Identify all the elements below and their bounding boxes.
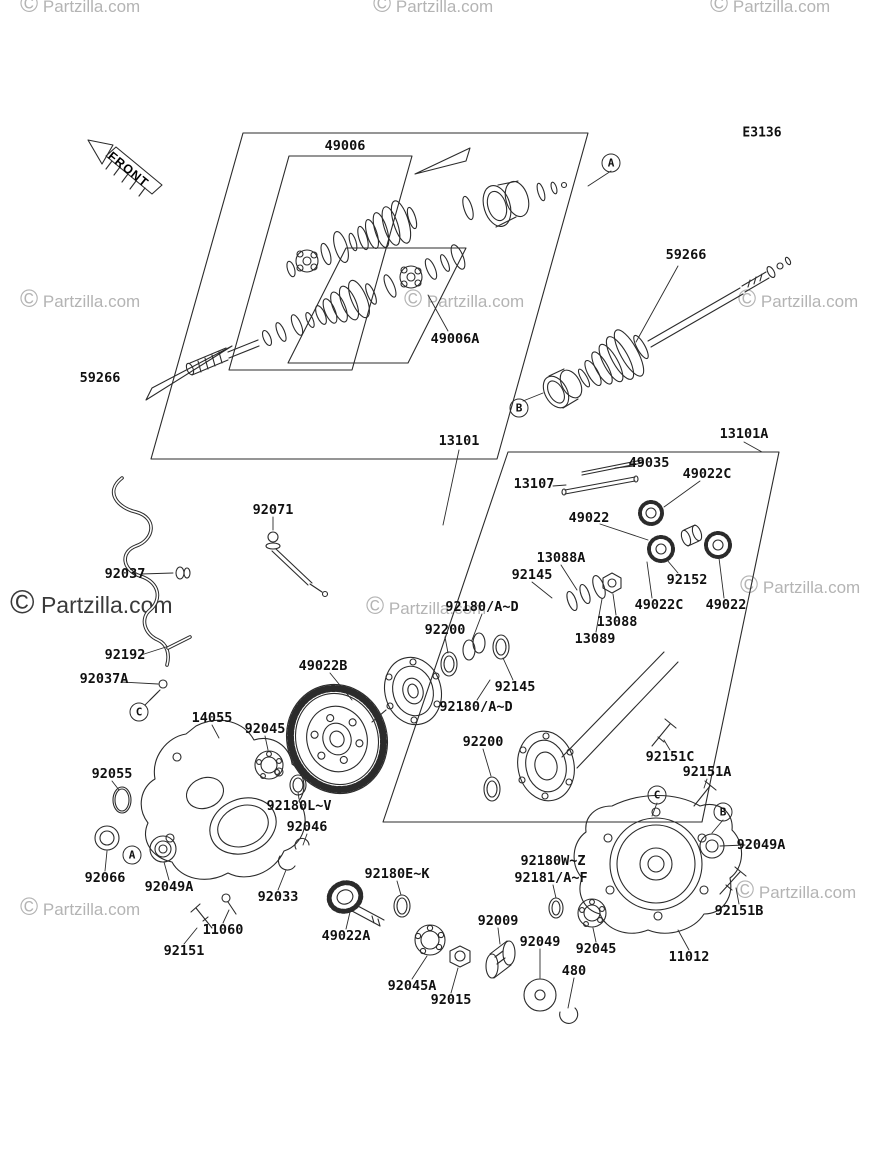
leader-lines [104, 170, 763, 1009]
part-number-label[interactable]: 92049A [144, 879, 194, 895]
part-number-label[interactable]: 13089 [574, 631, 616, 647]
part-number-label[interactable]: 49022 [705, 597, 747, 613]
part-number-label[interactable]: 92046 [286, 819, 328, 835]
part-number-label[interactable]: 92200 [424, 622, 466, 638]
part-number-label[interactable]: 13088A [536, 550, 586, 566]
part-number-label[interactable]: 49022C [634, 597, 684, 613]
part-number-label[interactable]: 92151A [682, 764, 732, 780]
differential-gear-artwork [371, 459, 732, 802]
front-arrow-icon [87, 139, 163, 197]
part-number-label[interactable]: 92145 [511, 567, 553, 583]
part-number-label[interactable]: 92180L~V [266, 798, 332, 814]
part-number-label[interactable]: 92145 [494, 679, 536, 695]
part-number-label[interactable]: 92151B [714, 903, 764, 919]
drive-shaft-left-lower-artwork [145, 147, 471, 401]
part-number-label[interactable]: 13101A [719, 426, 769, 442]
part-number-label[interactable]: 92151 [163, 943, 205, 959]
part-number-label[interactable]: 92192 [104, 647, 146, 663]
part-number-label[interactable]: 49022C [682, 466, 732, 482]
part-number-label[interactable]: 92045 [244, 721, 286, 737]
part-number-label[interactable]: 13101 [438, 433, 480, 449]
part-number-label[interactable]: 59266 [79, 370, 121, 386]
part-number-label[interactable]: 92045A [387, 978, 437, 994]
part-number-label[interactable]: 92066 [84, 870, 126, 886]
part-number-label[interactable]: 92009 [477, 913, 519, 929]
part-number-label[interactable]: 49022 [568, 510, 610, 526]
part-number-label[interactable]: 14055 [191, 710, 233, 726]
part-number-label[interactable]: 49022A [321, 928, 371, 944]
part-number-label[interactable]: 92180E~K [364, 866, 430, 882]
part-number-label[interactable]: 92015 [430, 992, 472, 1008]
part-number-label[interactable]: 92151C [645, 749, 695, 765]
part-number-label[interactable]: 92181/A~F [514, 870, 588, 886]
part-number-label[interactable]: 92200 [462, 734, 504, 750]
part-number-label[interactable]: 92037 [104, 566, 146, 582]
part-number-label[interactable]: 13088 [596, 614, 638, 630]
part-number-label[interactable]: 92049A [736, 837, 786, 853]
part-number-label[interactable]: 92037A [79, 671, 129, 687]
part-number-label[interactable]: 13107 [513, 476, 555, 492]
part-number-label[interactable]: 49022B [298, 658, 348, 674]
part-number-label[interactable]: 92071 [252, 502, 294, 518]
cover-artwork [573, 718, 747, 934]
part-number-label[interactable]: 49035 [628, 455, 670, 471]
gear-case-artwork [94, 719, 310, 929]
part-number-label[interactable]: 49006A [430, 331, 480, 347]
part-number-label[interactable]: 92055 [91, 766, 133, 782]
part-number-label[interactable]: 11012 [668, 949, 710, 965]
diagram-code: E3136 [742, 125, 782, 141]
part-number-label[interactable]: 92033 [257, 889, 299, 905]
drive-shaft-right-artwork [542, 256, 792, 409]
part-number-label[interactable]: 49006 [324, 138, 366, 154]
part-number-label[interactable]: 480 [561, 963, 587, 979]
part-number-label[interactable]: 59266 [665, 247, 707, 263]
part-number-label[interactable]: 92180/A~D [439, 699, 513, 715]
part-number-label[interactable]: 92180/A~D [445, 599, 519, 615]
part-number-label[interactable]: 92180W~Z [520, 853, 586, 869]
pinion-shaft-artwork [326, 880, 607, 1024]
assembly-boxes [150, 132, 780, 823]
drive-shaft-left-upper-artwork [286, 180, 568, 278]
part-number-label[interactable]: 11060 [202, 922, 244, 938]
part-number-label[interactable]: 92045 [575, 941, 617, 957]
ring-gear-artwork [285, 683, 389, 795]
part-number-label[interactable]: 92049 [519, 934, 561, 950]
part-number-label[interactable]: 92152 [666, 572, 708, 588]
breather-hose-artwork [111, 476, 329, 701]
